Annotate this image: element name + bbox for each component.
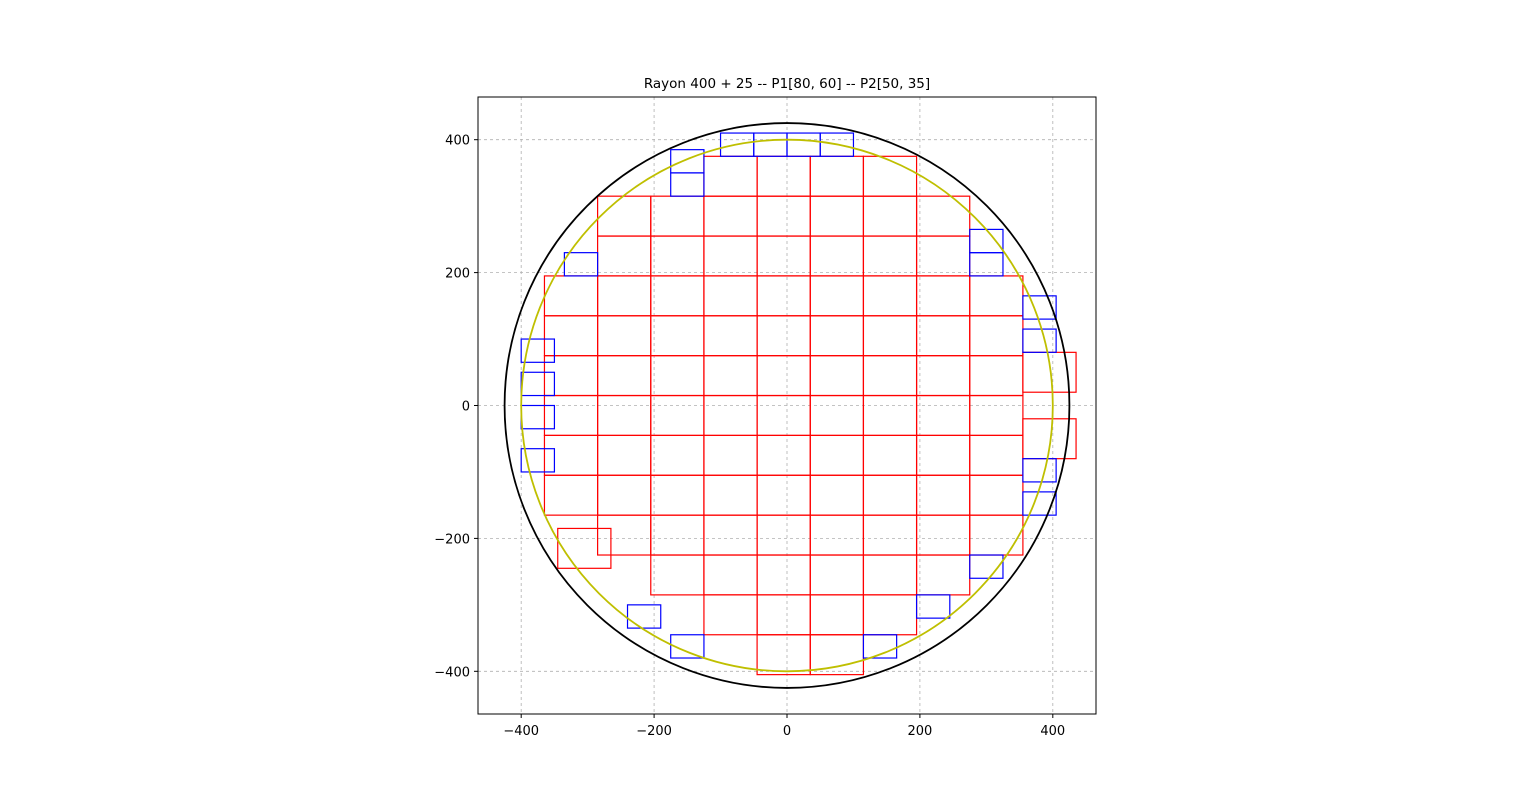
- y-tick-label: −200: [434, 532, 470, 547]
- p2-rect: [670, 149, 705, 174]
- y-tick-label: 200: [445, 267, 470, 282]
- p2-rect: [915, 594, 951, 619]
- p2-rect: [969, 554, 1004, 579]
- chart-title: Rayon 400 + 25 -- P1[80, 60] -- P2[50, 3…: [644, 76, 930, 92]
- y-tick-label: 400: [445, 134, 470, 149]
- p2-rect: [563, 252, 599, 277]
- x-tick-label: −400: [503, 724, 539, 739]
- p2-rect: [670, 634, 705, 659]
- p2-rect: [862, 634, 898, 659]
- p2-rect: [520, 448, 556, 473]
- y-tick-label: −400: [434, 665, 470, 680]
- x-tick-label: 200: [907, 724, 932, 739]
- inner-circle: [520, 138, 1054, 673]
- p2-rect: [1022, 295, 1057, 320]
- p2-rect: [1022, 328, 1057, 353]
- outer-circle: [503, 122, 1071, 689]
- p1-rect: [557, 527, 612, 569]
- plot-area: [503, 122, 1077, 689]
- p2-rect: [520, 338, 556, 363]
- x-tick-label: 400: [1040, 724, 1065, 739]
- p2-rect: [819, 132, 855, 157]
- p1-rect: [915, 195, 971, 237]
- p2-rect: [626, 604, 662, 629]
- x-tick-label: −200: [636, 724, 672, 739]
- y-tick-label: 0: [462, 400, 470, 415]
- p1-rect: [862, 155, 918, 197]
- axis-ticks: −400 −200 0 200 400 −400 −200 0 200 400: [434, 134, 1065, 739]
- p2-rect: [1022, 458, 1057, 483]
- x-tick-label: 0: [783, 724, 791, 739]
- p2-rect: [1022, 491, 1057, 516]
- p2-rect: [969, 252, 1004, 277]
